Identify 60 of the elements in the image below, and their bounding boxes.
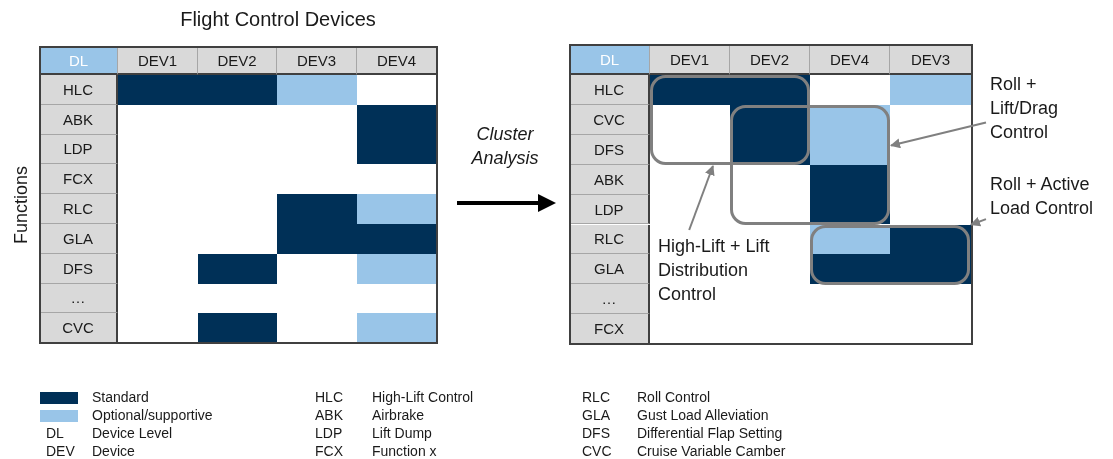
column-header: DEV2 [198,47,277,75]
abbreviation-meaning: Roll Control [637,388,712,406]
cluster-outline [730,105,890,225]
row-header: ABK [570,164,650,195]
leader-arrow [890,121,987,149]
row-header: ABK [40,104,118,135]
row-header: LDP [570,194,650,225]
row-header: FCX [40,164,118,195]
abbreviation: HLC [315,388,344,406]
column-header: DEV3 [277,47,357,75]
leader-arrow [970,216,987,227]
abbreviation: LDP [315,424,344,442]
column-header: DEV1 [118,47,198,75]
abbreviation: FCX [315,442,344,459]
column-header: DEV3 [890,45,972,75]
row-header: FCX [570,314,650,345]
row-header: CVC [40,313,118,344]
leader-arrow [688,165,715,231]
abbreviation-meaning: Function x [372,442,438,459]
column-header: DEV4 [810,45,890,75]
abbreviation-meaning: Device Level [92,424,174,442]
arrow-label: Cluster Analysis [470,123,540,170]
abbreviation: CVC [582,442,613,459]
row-header: RLC [570,224,650,255]
row-header: DFS [40,253,118,284]
abbreviation-meaning: Lift Dump [372,424,433,442]
row-header: HLC [40,75,118,105]
abbreviation-meaning: Cruise Variable Camber [637,442,787,459]
abbreviation: GLA [582,406,611,424]
abbreviation-meaning: Device [92,442,136,459]
row-header: DFS [570,134,650,165]
row-header: HLC [570,75,650,105]
column-header: DEV1 [650,45,730,75]
row-header: RLC [40,194,118,224]
abbreviation-meaning: Airbrake [372,406,426,424]
row-header: CVC [570,104,650,135]
cluster-outline [650,75,810,165]
abbreviation: DFS [582,424,611,442]
row-header: GLA [40,224,118,254]
abbreviation: ABK [315,406,344,424]
row-header: … [40,283,118,314]
legend-label: Standard [92,388,150,406]
row-header: GLA [570,254,650,285]
cluster-label: High-Lift + Lift Distribution Control [658,234,808,306]
corner-header: DL [40,47,118,75]
row-header: LDP [40,134,118,165]
cluster-label: Roll + Lift/Drag Control [990,72,1102,144]
column-header: DEV2 [730,45,810,75]
abbreviation-meaning: Differential Flap Setting [637,424,784,442]
corner-header: DL [570,45,650,75]
axis-title: Functions [9,165,32,247]
row-header: … [570,284,650,315]
cluster-label: Roll + Active Load Control [990,172,1106,220]
abbreviation-meaning: High-Lift Control [372,388,475,406]
chart-title: Flight Control Devices [179,8,377,32]
cluster-outline [810,225,970,285]
abbreviation: RLC [582,388,611,406]
abbreviation-meaning: Gust Load Alleviation [637,406,770,424]
column-header: DEV4 [357,47,437,75]
legend-label: Optional/supportive [92,406,214,424]
